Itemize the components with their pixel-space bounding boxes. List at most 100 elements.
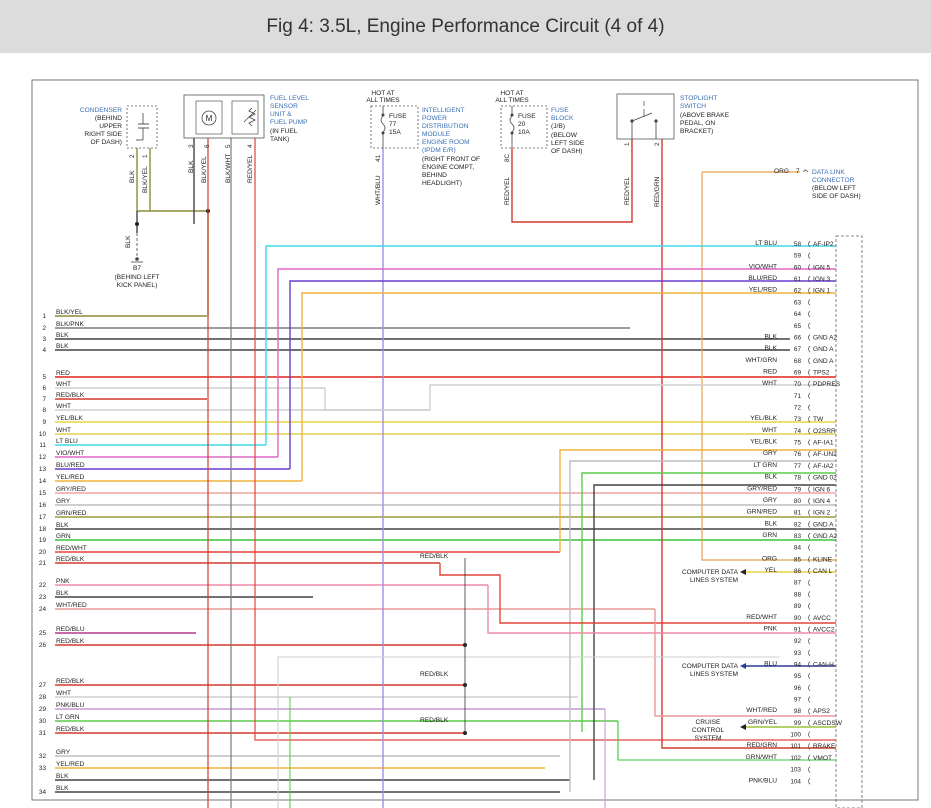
- ipdm-fuse-label: FUSE: [389, 113, 407, 120]
- left-pin-26: 26: [39, 642, 47, 649]
- right-pin-78: 78: [794, 475, 802, 482]
- right-wire-76: GRY: [763, 450, 778, 457]
- right-wire-79: GRY/RED: [747, 485, 777, 492]
- splice-label-3: RED/BLK: [420, 717, 449, 724]
- computer-data-lines-2: COMPUTER DATA LINES SYSTEM: [682, 663, 739, 678]
- left-wire-28: WHT: [56, 690, 71, 697]
- right-terminal-102: [808, 754, 811, 762]
- condenser: CONDENSER (BEHIND UPPER RIGHT SIDE OF DA…: [80, 105, 158, 149]
- condenser-box: [126, 105, 158, 149]
- left-wire-6: WHT: [56, 381, 71, 388]
- right-pin-58: 58: [794, 241, 802, 248]
- left-pin-4: 4: [42, 347, 46, 354]
- left-wire-33: YEL/RED: [56, 761, 84, 768]
- fuseblock-fuse-label: FUSE: [518, 113, 536, 120]
- right-pin-90: 90: [794, 615, 802, 622]
- fuel-sensor-box: [183, 94, 265, 139]
- right-wire-81: GRN/RED: [747, 509, 778, 516]
- right-pin-96: 96: [794, 685, 802, 692]
- right-signal-101: BRAKE: [813, 743, 836, 750]
- vlabel-blkyel-2: BLK/YEL: [201, 156, 208, 183]
- left-wire-34: BLK: [56, 773, 69, 780]
- right-pin-103: 103: [790, 767, 801, 774]
- left-wire-14: YEL/RED: [56, 474, 84, 481]
- wire-fuel-4: [254, 138, 836, 741]
- right-pin-79: 79: [794, 486, 802, 493]
- left-pin-28: 28: [39, 694, 47, 701]
- fuseblock-desc-3: OF DASH): [551, 148, 583, 155]
- right-pin-75: 75: [794, 440, 802, 447]
- condenser-name: CONDENSER: [80, 107, 122, 114]
- right-terminal-58: [808, 240, 811, 248]
- ipdm-name-4: MODULE: [422, 131, 451, 138]
- right-wire-77: LT GRN: [753, 462, 777, 469]
- fuseblock-name-2: BLOCK: [551, 115, 574, 122]
- left-wire-30: LT GRN: [56, 714, 80, 721]
- ground-desc-2: KICK PANEL): [117, 282, 158, 289]
- dlc-terminal-icon: [803, 169, 809, 173]
- ipdm-hot-1: HOT AT: [371, 90, 394, 97]
- condenser-desc-3: RIGHT SIDE: [84, 131, 122, 138]
- right-signal-76: AF-UN2: [813, 451, 837, 458]
- left-wire-35: BLK: [56, 785, 69, 792]
- right-wire-99: GRN/YEL: [748, 719, 777, 726]
- stoplight-name-2: SWITCH: [680, 103, 706, 110]
- wire-blk-78: [593, 484, 836, 780]
- right-pin-67: 67: [794, 346, 802, 353]
- data-link-connector: ORG 7 DATA LINK CONNECTOR (BELOW LEFT SI…: [774, 168, 861, 200]
- left-pin-19: 19: [39, 537, 47, 544]
- ipdm-name-1: INTELLIGENT: [422, 107, 465, 114]
- right-pin-62: 62: [794, 288, 802, 295]
- diagram-frame: [31, 79, 919, 801]
- left-pin-16: 16: [39, 502, 47, 509]
- left-pin-22: 22: [39, 582, 47, 589]
- left-wire-3: BLK: [56, 332, 69, 339]
- right-terminal-86: [808, 567, 811, 575]
- right-pin-82: 82: [794, 521, 802, 528]
- dlc-wire: ORG: [774, 168, 789, 175]
- left-pin-31: 31: [39, 730, 47, 737]
- cdl2-line-1: COMPUTER DATA: [682, 663, 739, 670]
- stoplight-desc-2: PEDAL, ON: [680, 120, 715, 127]
- right-wire-60: VIO/WHT: [749, 263, 777, 270]
- right-signal-85: KLINE: [813, 556, 833, 563]
- right-terminal-84: [808, 544, 811, 551]
- right-wire-82: BLK: [765, 520, 778, 527]
- ipdm-fuse-rating: 15A: [389, 129, 401, 136]
- right-wire-70: WHT: [762, 380, 777, 387]
- pin-ipdm-41: 41: [375, 154, 382, 162]
- dlc-desc-1: (BELOW LEFT: [812, 185, 856, 192]
- left-wire-29: PNK/BLU: [56, 702, 84, 709]
- right-wire-85: ORG: [762, 555, 777, 562]
- left-wire-1: BLK/YEL: [56, 309, 83, 316]
- wire-gry-76: [569, 460, 836, 792]
- right-terminal-94: [808, 661, 811, 668]
- right-pin-89: 89: [794, 603, 802, 610]
- right-pin-95: 95: [794, 673, 802, 680]
- right-signal-83: GND A2: [813, 533, 838, 540]
- left-wire-19: GRN: [56, 533, 71, 540]
- left-pin-29: 29: [39, 706, 47, 713]
- left-pin-5: 5: [42, 374, 46, 381]
- right-terminal-69: [808, 369, 811, 376]
- right-terminal-66: [808, 334, 811, 341]
- right-terminal-77: [808, 462, 811, 470]
- fuseblock-desc-2: LEFT SIDE: [551, 140, 585, 147]
- left-pin-33: 33: [39, 765, 47, 772]
- wire-yelblk-75: [559, 449, 836, 552]
- right-terminal-92: [808, 637, 811, 645]
- right-pin-61: 61: [794, 276, 802, 283]
- vlabel-redyel-1: RED/YEL: [247, 154, 254, 183]
- fuel-sensor-name-1: FUEL LEVEL: [270, 95, 309, 102]
- ipdm-name-6: (IPDM E/R): [422, 147, 456, 154]
- cdl1-line-2: LINES SYSTEM: [690, 577, 738, 584]
- left-pin-12: 12: [39, 454, 47, 461]
- fuel-sensor-desc-1: (IN FUEL: [270, 128, 298, 135]
- ground-icon: [135, 257, 139, 261]
- right-signal-66: GND A2: [813, 334, 838, 341]
- right-terminal-96: [808, 684, 811, 692]
- wire-ltblu-58: [265, 245, 836, 445]
- right-pin-83: 83: [794, 533, 802, 540]
- right-terminal-79: [808, 486, 811, 493]
